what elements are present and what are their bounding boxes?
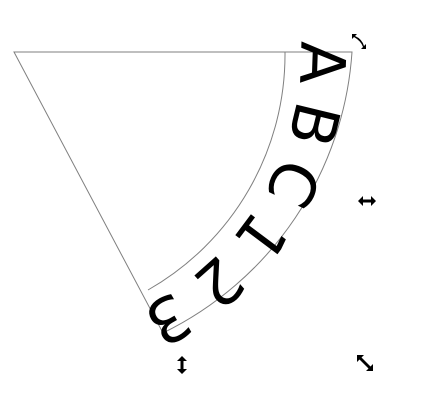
wedge-outer-edge [13,51,353,334]
resize-vertical-icon[interactable] [171,354,193,376]
resize-diagonal-icon[interactable] [354,352,376,374]
rotate-handle-icon[interactable] [348,30,370,52]
curved-letter-3: 3 [133,278,204,361]
curved-letter-B: B [273,95,354,154]
curved-letter-C: C [251,148,335,218]
resize-horizontal-icon[interactable] [356,190,378,212]
curved-letter-A: A [285,40,359,85]
curved-letter-2: 2 [180,242,258,323]
wedge-inner-arc [147,51,286,291]
curved-letter-1: 1 [220,199,302,274]
curved-text-shape[interactable] [13,51,353,334]
